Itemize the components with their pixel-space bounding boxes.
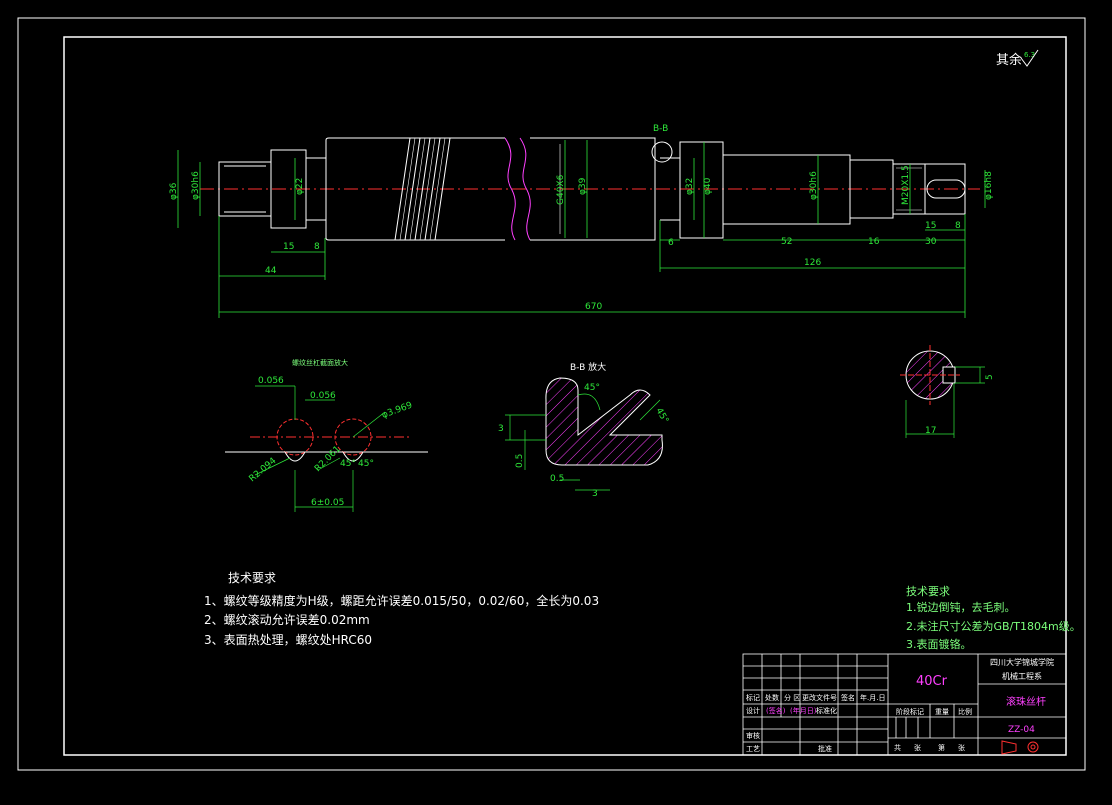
tb-label-4: 更改文件号 (802, 693, 837, 702)
bb-a45: 45° (584, 383, 600, 393)
tech-right-title: 技术要求 (906, 585, 950, 598)
thread-d0056a: 0.056 (258, 376, 284, 386)
thread-d3969: φ3.969 (381, 400, 414, 420)
bb-d3b: 3 (592, 489, 598, 499)
tb-school: 四川大学锦城学院 (990, 657, 1054, 667)
dim-d39: φ39 (578, 177, 588, 195)
tech-left-item-1: 1、螺纹等级精度为H级，螺距允许误差0.015/50，0.02/60，全长为0.… (204, 593, 599, 608)
journal-right (722, 154, 851, 225)
tech-right-item-1: 1.锐边倒钝，去毛刺。 (906, 600, 1016, 614)
tb-drawing-no: ZZ-04 (1008, 725, 1035, 735)
bb-section-shape (545, 377, 663, 466)
keyway (926, 179, 966, 199)
tb-row3-1: 审核 (746, 731, 760, 740)
bb-d05a: 0.5 (515, 454, 525, 468)
tb-label-1: 标记 (746, 693, 760, 702)
thread-d0056b: 0.056 (310, 391, 336, 401)
title-block (742, 653, 1067, 756)
dim-len670: 670 (585, 302, 602, 312)
tech-left-title: 技术要求 (228, 571, 276, 585)
shaft-view (200, 137, 980, 241)
tb-sheet-2: 张 (914, 743, 921, 752)
bb-d3: 3 (498, 424, 504, 434)
tb-row2-2: (签名) (766, 706, 786, 715)
tb-sheet-1: 共 (894, 743, 901, 752)
dim-thread: G40X6 (556, 174, 566, 205)
tb-row2-4: 标准化 (816, 706, 837, 715)
bb-a45b: 45° (653, 407, 670, 426)
dim-len126: 126 (804, 258, 821, 268)
dim-d40: φ40 (703, 177, 713, 195)
outer-border (17, 17, 1086, 771)
projection-symbol-icon (1001, 740, 1039, 755)
thread-lines (394, 137, 451, 241)
break-line-2 (519, 137, 531, 241)
tb-sheet-4: 张 (958, 743, 965, 752)
tb-sheet-3: 第 (938, 743, 945, 752)
tech-right-item-2: 2.未注尺寸公差为GB/T1804m级。 (906, 619, 1081, 633)
dim-len16: 16 (868, 237, 880, 247)
dim-len6: 6 (668, 238, 674, 248)
thread-detail-title: 螺纹丝杠截面放大 (292, 358, 348, 367)
dim-d16: φ16h8 (984, 171, 994, 200)
thread-a45a: 45° (340, 459, 356, 469)
shoulder-left (270, 149, 307, 229)
dim-len15b: 15 (925, 221, 936, 231)
tech-req-left: 技术要求 1、螺纹等级精度为H级，螺距允许误差0.015/50，0.02/60，… (204, 571, 599, 647)
thread-pitch: 6±0.05 (311, 498, 344, 508)
tb-label-6: 年.月.日 (860, 693, 885, 702)
tech-left-item-2: 2、螺纹滚动允许误差0.02mm (204, 612, 370, 627)
dim-d32: φ32 (685, 178, 695, 195)
inner-border (63, 36, 1067, 756)
dim-len30: 30 (925, 237, 937, 247)
roughness-symbol (1020, 49, 1039, 67)
tb-weight: 重量 (935, 708, 949, 716)
key-d17: 17 (925, 426, 936, 436)
bb-d05b: 0.5 (550, 474, 564, 484)
tb-row2-1: 设计 (746, 706, 760, 715)
dim-len8b: 8 (955, 221, 961, 231)
tb-dept: 机械工程系 (1002, 671, 1042, 681)
dim-len15a: 15 (283, 242, 294, 252)
key-section: 5 17 (900, 345, 995, 438)
tb-row4-2: 批准 (818, 744, 832, 753)
dim-len44: 44 (265, 266, 277, 276)
surface-note: 其余 (996, 52, 1022, 68)
tb-label-3: 分 区 (784, 693, 800, 702)
tb-stage: 阶段标记 (896, 707, 924, 716)
dim-m20: M20X1.5 (901, 165, 911, 205)
tb-row2-3: (年月日) (790, 706, 817, 715)
thread-r2094: R2.094 (248, 456, 279, 484)
dim-len52: 52 (781, 237, 792, 247)
tb-label-2: 处数 (765, 693, 779, 702)
thread-body (325, 137, 505, 241)
tb-material: 40Cr (916, 674, 948, 689)
bb-detail: B-B 放大 45° 45° 3 0.5 0.5 3 (498, 361, 670, 499)
bb-title: B-B 放大 (570, 361, 606, 373)
dim-d30a: φ30h6 (191, 171, 201, 200)
dim-d22: φ22 (295, 178, 305, 195)
dimension-lines (177, 140, 986, 318)
tb-row4-1: 工艺 (746, 745, 760, 753)
dim-d30b: φ30h6 (809, 171, 819, 200)
tb-part-name: 滚珠丝杆 (1006, 695, 1046, 708)
dim-len8a: 8 (314, 242, 320, 252)
tech-req-right: 技术要求 1.锐边倒钝，去毛刺。 2.未注尺寸公差为GB/T1804m级。 3.… (906, 585, 1081, 651)
key-d5: 5 (985, 374, 995, 380)
break-line-1 (504, 137, 516, 241)
surface-value: 6.3 (1024, 51, 1035, 59)
collar-right (679, 141, 724, 239)
tech-left-item-3: 3、表面热处理，螺纹处HRC60 (204, 633, 372, 647)
thread-a45b: 45° (358, 459, 374, 469)
tb-scale: 比例 (958, 707, 972, 716)
thread-detail: 螺纹丝杠截面放大 0.056 0.056 φ3.969 R2.094 R2.06… (225, 358, 428, 512)
dim-d36: φ36 (169, 182, 179, 200)
detail-circle (651, 141, 673, 163)
tech-right-item-3: 3.表面镀铬。 (906, 637, 972, 651)
tb-label-5: 签名 (841, 693, 855, 702)
section-marker: B-B (653, 124, 668, 134)
